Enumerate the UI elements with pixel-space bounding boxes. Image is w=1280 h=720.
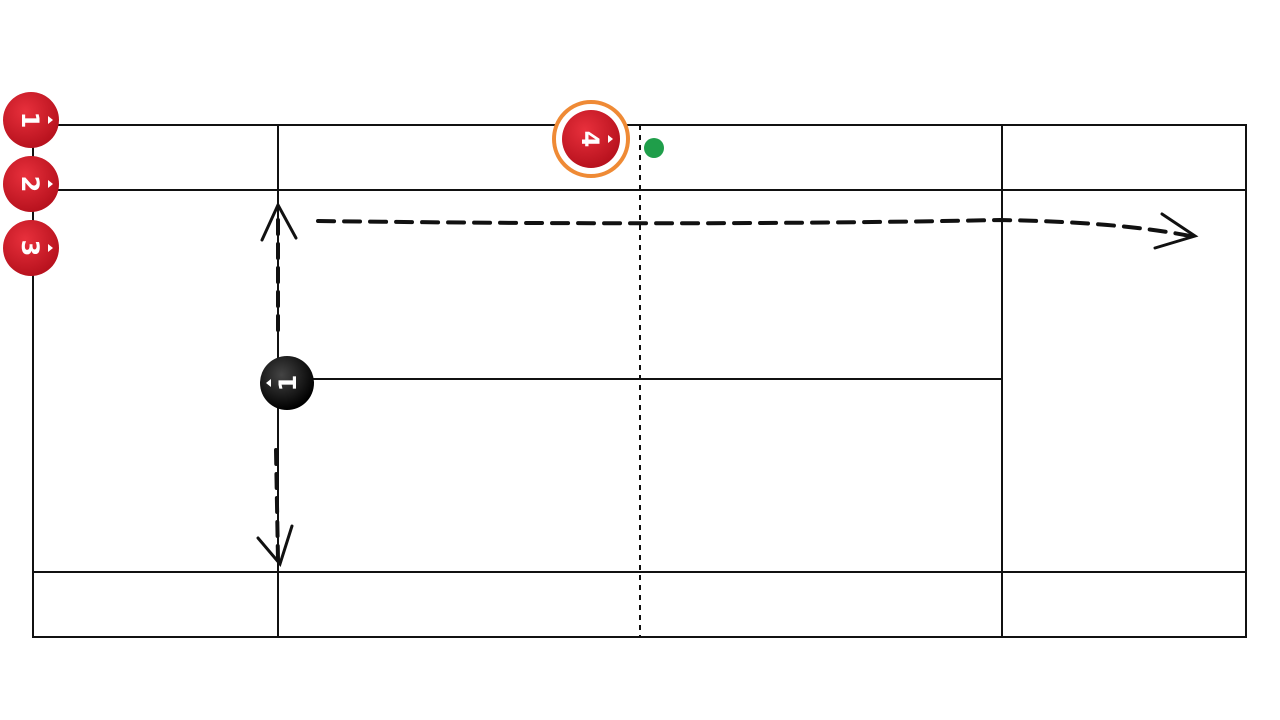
arrowhead-up-icon [260,201,298,242]
arrowhead-down-icon [256,524,294,568]
direction-icon [608,135,613,143]
direction-icon [48,180,53,188]
arrow-right [316,217,1192,238]
tennis-ball-icon[interactable] [644,138,664,158]
svg-text:1: 1 [274,375,302,392]
direction-icon [48,116,53,124]
arrow-down [274,448,280,562]
tennis-court [32,124,1247,638]
svg-text:4: 4 [576,131,604,148]
arrowhead-right-icon [1153,212,1199,250]
player-red-3[interactable]: 3 [3,220,59,276]
player-red-4-selected[interactable]: 4 [552,100,630,178]
svg-text:2: 2 [16,176,44,193]
player-red-1[interactable]: 1 [3,92,59,148]
svg-text:1: 1 [16,112,44,129]
player-red-2[interactable]: 2 [3,156,59,212]
direction-icon [48,244,53,252]
court-outline [32,124,1247,638]
svg-text:3: 3 [16,240,44,257]
movement-arrows [256,201,1199,568]
player-black-1[interactable]: 1 [260,356,314,410]
direction-icon [266,379,271,387]
